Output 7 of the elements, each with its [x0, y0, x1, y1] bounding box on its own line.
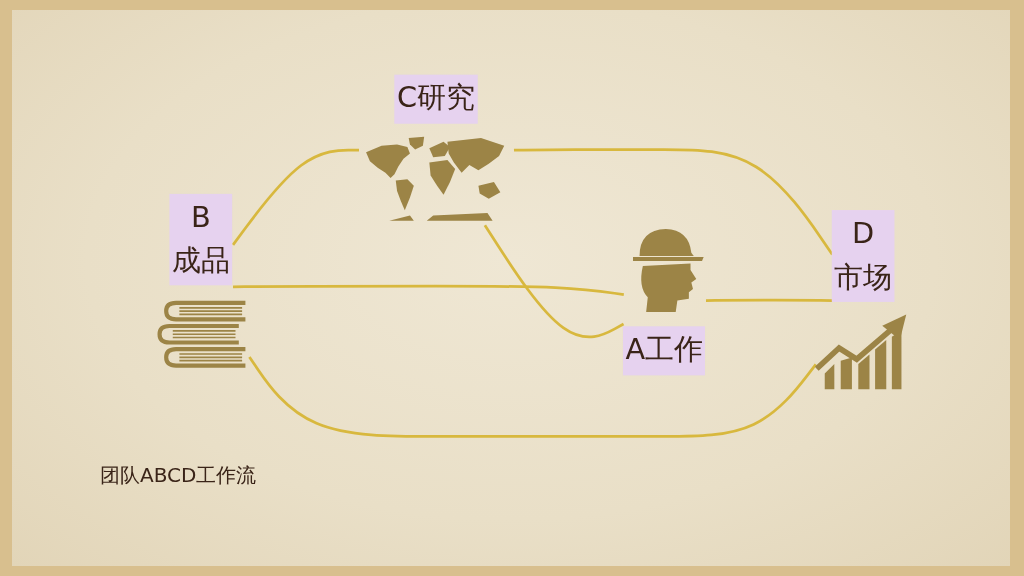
connector-line [706, 298, 833, 302]
connector-line [231, 148, 359, 246]
connector-line [248, 356, 817, 438]
connector-line [233, 284, 624, 297]
caption: 团队ABCD工作流 [100, 462, 257, 489]
paper-sheet: C研究 B 成品 D 市场 A工作 团队ABCD工作流 [12, 10, 1010, 566]
connector-line [483, 224, 625, 339]
